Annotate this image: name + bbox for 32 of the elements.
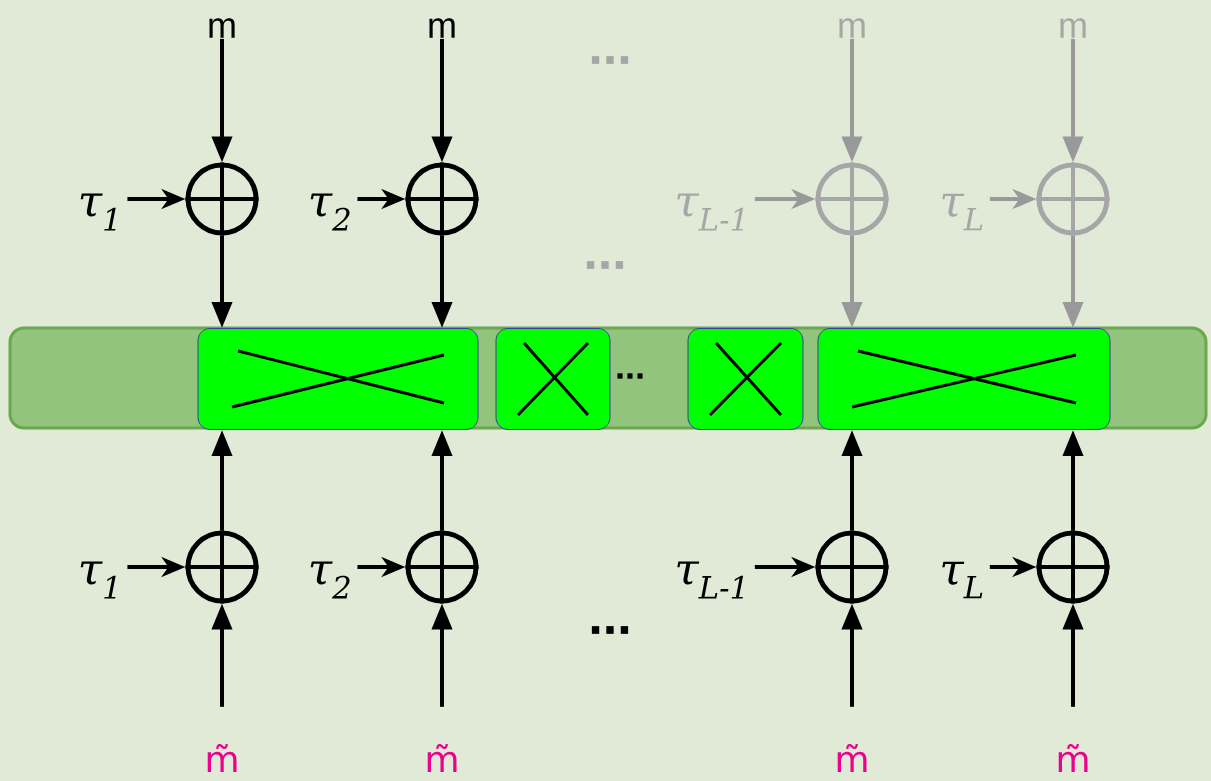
xor-symbol <box>405 162 479 236</box>
crossing-box <box>495 328 611 430</box>
crossing-box <box>817 328 1111 430</box>
signal-label: m <box>1060 18 1086 38</box>
ellipsis-label: ... <box>591 626 629 634</box>
ellipsis-label: ... <box>591 56 629 64</box>
crossing-box <box>687 328 804 430</box>
signal-label: m̃ <box>1058 744 1088 772</box>
signal-label: m̃ <box>207 744 237 772</box>
symbol-label: τ$_{1}$ <box>80 561 116 599</box>
symbol-label: τ$_{L-1}$ <box>677 561 744 599</box>
xor-symbol <box>405 530 479 604</box>
signal-label: m̃ <box>837 744 867 772</box>
symbol-label: τ$_{L-1}$ <box>677 193 744 231</box>
signal-label: m <box>839 18 865 38</box>
signal-label: m <box>429 18 455 38</box>
xor-symbol <box>1036 162 1110 236</box>
symbol-label: τ$_{1}$ <box>80 193 116 231</box>
symbol-label: τ$_{2}$ <box>310 561 350 599</box>
xor-symbol <box>815 162 889 236</box>
ellipsis-label: ... <box>617 373 643 379</box>
signal-label: m̃ <box>427 744 457 772</box>
symbol-label: τ$_{L}$ <box>942 193 983 231</box>
ellipsis-label: ... <box>586 261 624 269</box>
crossing-box <box>197 328 479 430</box>
xor-symbol <box>1036 530 1110 604</box>
symbol-label: τ$_{L}$ <box>942 561 983 599</box>
xor-symbol <box>185 162 259 236</box>
xor-symbol <box>185 530 259 604</box>
signal-label: m <box>209 18 235 38</box>
symbol-label: τ$_{2}$ <box>310 193 350 231</box>
xor-symbol <box>815 530 889 604</box>
